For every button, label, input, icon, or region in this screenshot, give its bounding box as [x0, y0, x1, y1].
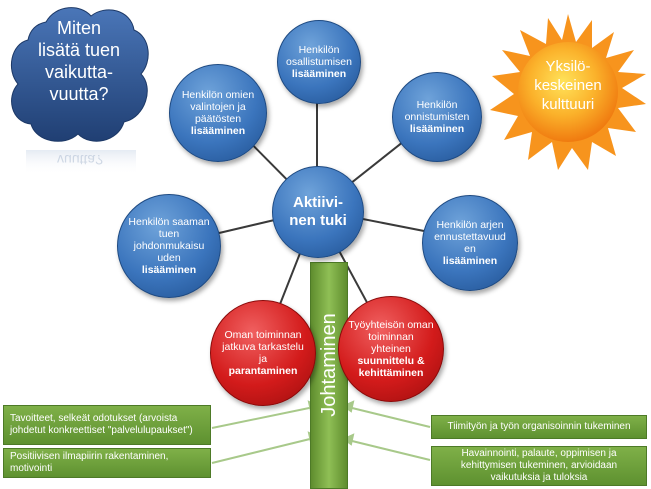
node-text: Työyhteisön oman toiminnan yhteinen	[348, 319, 434, 355]
node-text: Henkilön omien valintojen ja päätösten	[181, 89, 255, 125]
node-center: Aktiivi-nen tuki	[272, 166, 364, 258]
right-box-feedback: Havainnointi, palaute, oppimisen ja kehi…	[431, 446, 647, 486]
arrow-right-2	[347, 439, 431, 461]
node-bold-text: lisääminen	[409, 123, 465, 135]
node-bold-text: lisääminen	[291, 68, 347, 80]
node-bold-text: parantaminen	[228, 365, 298, 377]
cloud-line: lisätä tuen	[37, 40, 121, 60]
cloud-line: vaikutta-	[44, 62, 114, 82]
node-bold-text: suunnittelu & kehittäminen	[357, 355, 425, 379]
center-line: nen tuki	[289, 212, 347, 229]
stem-bar	[310, 262, 348, 489]
sun-line: kulttuuri	[541, 96, 595, 113]
cloud-shape	[10, 7, 149, 175]
node-bold-text: lisääminen	[442, 255, 498, 267]
left-box-goals: Tavoitteet, selkeät odotukset (arvoista …	[3, 405, 211, 445]
node-text: Henkilön onnistumisten	[404, 99, 470, 123]
left-box-atmosphere: Positiivisen ilmapiirin rakentaminen, mo…	[3, 448, 211, 478]
cloud-line: vuutta?	[49, 84, 109, 104]
arrow-right-1	[347, 406, 431, 428]
node-bold-text: lisääminen	[190, 125, 246, 137]
node-text: Henkilön arjen ennustettavuud en	[434, 219, 506, 255]
right-box-teamwork: Tiimityön ja työn organisoinnin tukemine…	[431, 415, 647, 439]
center-line: Aktiivi-	[292, 194, 343, 211]
node-text: Oman toiminnan jatkuva tarkastelu ja	[222, 329, 304, 365]
node-text: Henkilön saaman tuen johdonmukaisu uden	[128, 216, 210, 264]
node-text: Henkilön osallistumisen	[286, 44, 352, 68]
cloud-text: Miten lisätä tuen vaikutta- vuutta?	[10, 17, 148, 105]
node-bold-text: lisääminen	[141, 264, 197, 276]
cloud-line: Miten	[56, 18, 101, 38]
cloud-reflection: vuutta?	[57, 152, 103, 168]
sun-shape	[490, 14, 646, 170]
sun-line: keskeinen	[534, 77, 602, 94]
arrow-left-2	[211, 437, 315, 464]
arrow-left-1	[211, 406, 315, 429]
sun-text: Yksilö- keskeinen kulttuuri	[518, 57, 618, 114]
sun-line: Yksilö-	[545, 58, 591, 75]
